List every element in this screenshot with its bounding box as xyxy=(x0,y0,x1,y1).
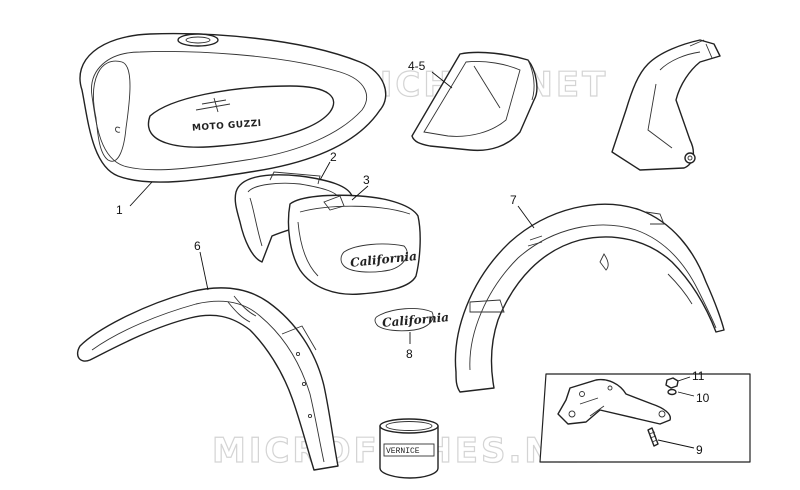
sticker-decal: California xyxy=(382,310,450,330)
battery-cover[interactable] xyxy=(411,51,538,152)
paint-can-label: VERNICE xyxy=(386,447,420,456)
callout-6: 6 xyxy=(194,239,201,253)
tank-brand-decal: MOTO GUZZI xyxy=(192,119,262,134)
side-cover-decal: California xyxy=(349,249,417,270)
callout-2: 2 xyxy=(330,150,337,164)
california-sticker[interactable]: California xyxy=(374,308,450,332)
paint-can[interactable]: VERNICE xyxy=(379,418,439,479)
callout-9: 9 xyxy=(696,443,703,457)
callout-11: 11 xyxy=(692,369,705,383)
hardware-inset[interactable] xyxy=(539,373,751,463)
callout-4-5: 4-5 xyxy=(408,59,426,73)
callout-10: 10 xyxy=(696,391,710,405)
callout-8: 8 xyxy=(406,347,413,361)
callout-1: 1 xyxy=(116,203,123,217)
front-mudguard[interactable] xyxy=(76,287,339,471)
callout-7: 7 xyxy=(510,193,517,207)
callout-3: 3 xyxy=(363,173,370,187)
leader-lines xyxy=(129,71,695,449)
rear-mudguard[interactable] xyxy=(454,203,725,393)
fuel-tank[interactable]: MOTO GUZZI xyxy=(79,32,387,183)
side-cover-panel[interactable]: California xyxy=(287,194,421,295)
frame-bracket[interactable] xyxy=(611,39,721,171)
